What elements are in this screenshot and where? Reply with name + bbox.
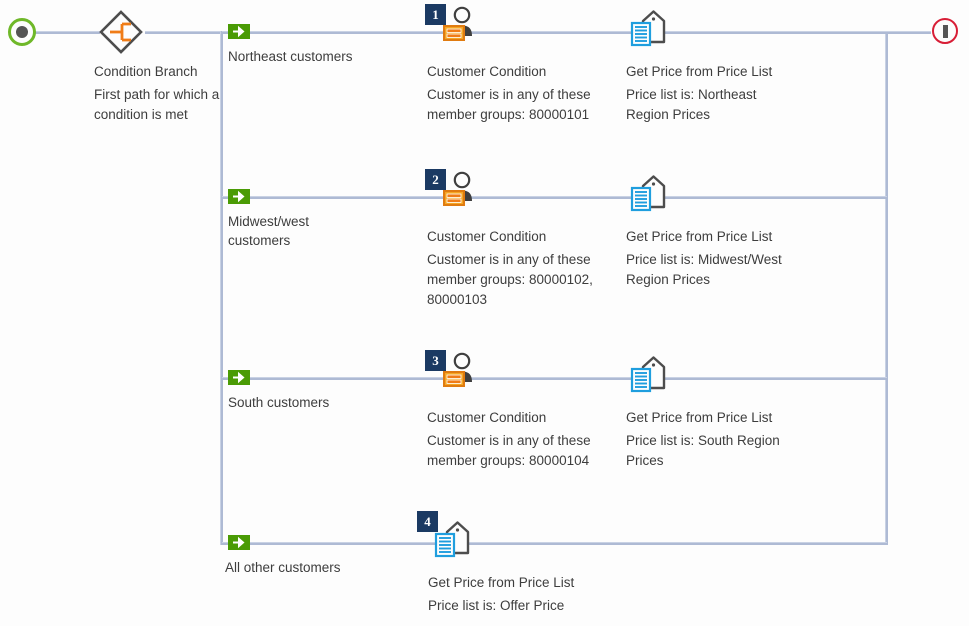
branch-label-4: All other customers — [225, 560, 341, 575]
branch-label-2: Midwest/west customers — [228, 214, 310, 248]
branch-label-3: South customers — [228, 395, 330, 410]
customer-condition-icon[interactable] — [443, 171, 477, 211]
connector-decision-to-rail — [145, 31, 223, 34]
condition-branch-diamond-icon[interactable] — [98, 9, 144, 55]
green-arrow-icon[interactable] — [228, 24, 250, 39]
step-description: Price list is: South Region Prices — [626, 433, 780, 468]
decision-title: Condition Branch — [94, 64, 198, 79]
price-list-tag-icon[interactable] — [629, 174, 671, 216]
connector-branch-line-1 — [222, 31, 887, 34]
step-title: Get Price from Price List — [626, 229, 773, 244]
step-description: Customer is in any of these member group… — [427, 87, 591, 122]
price-list-tag-icon[interactable] — [629, 355, 671, 397]
step-number-badge: 4 — [417, 511, 438, 532]
step-number-badge: 2 — [425, 169, 446, 190]
connector-start-to-decision — [32, 31, 100, 34]
customer-condition-icon[interactable] — [443, 352, 477, 392]
step-title: Get Price from Price List — [428, 575, 575, 590]
connector-branch-line-4 — [222, 542, 887, 545]
step-title: Get Price from Price List — [626, 410, 773, 425]
connector-rail-to-end — [887, 31, 931, 34]
step-description: Customer is in any of these member group… — [427, 252, 593, 307]
customer-condition-icon[interactable] — [443, 6, 477, 46]
branch-label-1: Northeast customers — [228, 49, 353, 64]
step-title: Customer Condition — [427, 410, 547, 425]
step-title: Customer Condition — [427, 64, 547, 79]
end-stop-icon[interactable] — [932, 18, 958, 44]
green-arrow-icon[interactable] — [228, 370, 250, 385]
green-arrow-icon[interactable] — [228, 535, 250, 550]
step-description: Price list is: Offer Price — [428, 598, 565, 613]
green-arrow-icon[interactable] — [228, 189, 250, 204]
step-description: Price list is: Midwest/West Region Price… — [626, 252, 782, 287]
price-list-tag-icon[interactable] — [629, 9, 671, 51]
step-description: Price list is: Northeast Region Prices — [626, 87, 757, 122]
start-circle-icon[interactable] — [8, 18, 36, 46]
connector-left-rail — [220, 31, 223, 545]
connector-right-rail — [885, 31, 888, 545]
step-title: Customer Condition — [427, 229, 547, 244]
connector-branch-line-3 — [222, 377, 887, 380]
decision-description: First path for which a condition is met — [94, 87, 220, 122]
step-number-badge: 1 — [425, 4, 446, 25]
price-list-tag-icon[interactable] — [433, 520, 475, 562]
step-title: Get Price from Price List — [626, 64, 773, 79]
connector-branch-line-2 — [222, 196, 887, 199]
step-description: Customer is in any of these member group… — [427, 433, 591, 468]
step-number-badge: 3 — [425, 350, 446, 371]
